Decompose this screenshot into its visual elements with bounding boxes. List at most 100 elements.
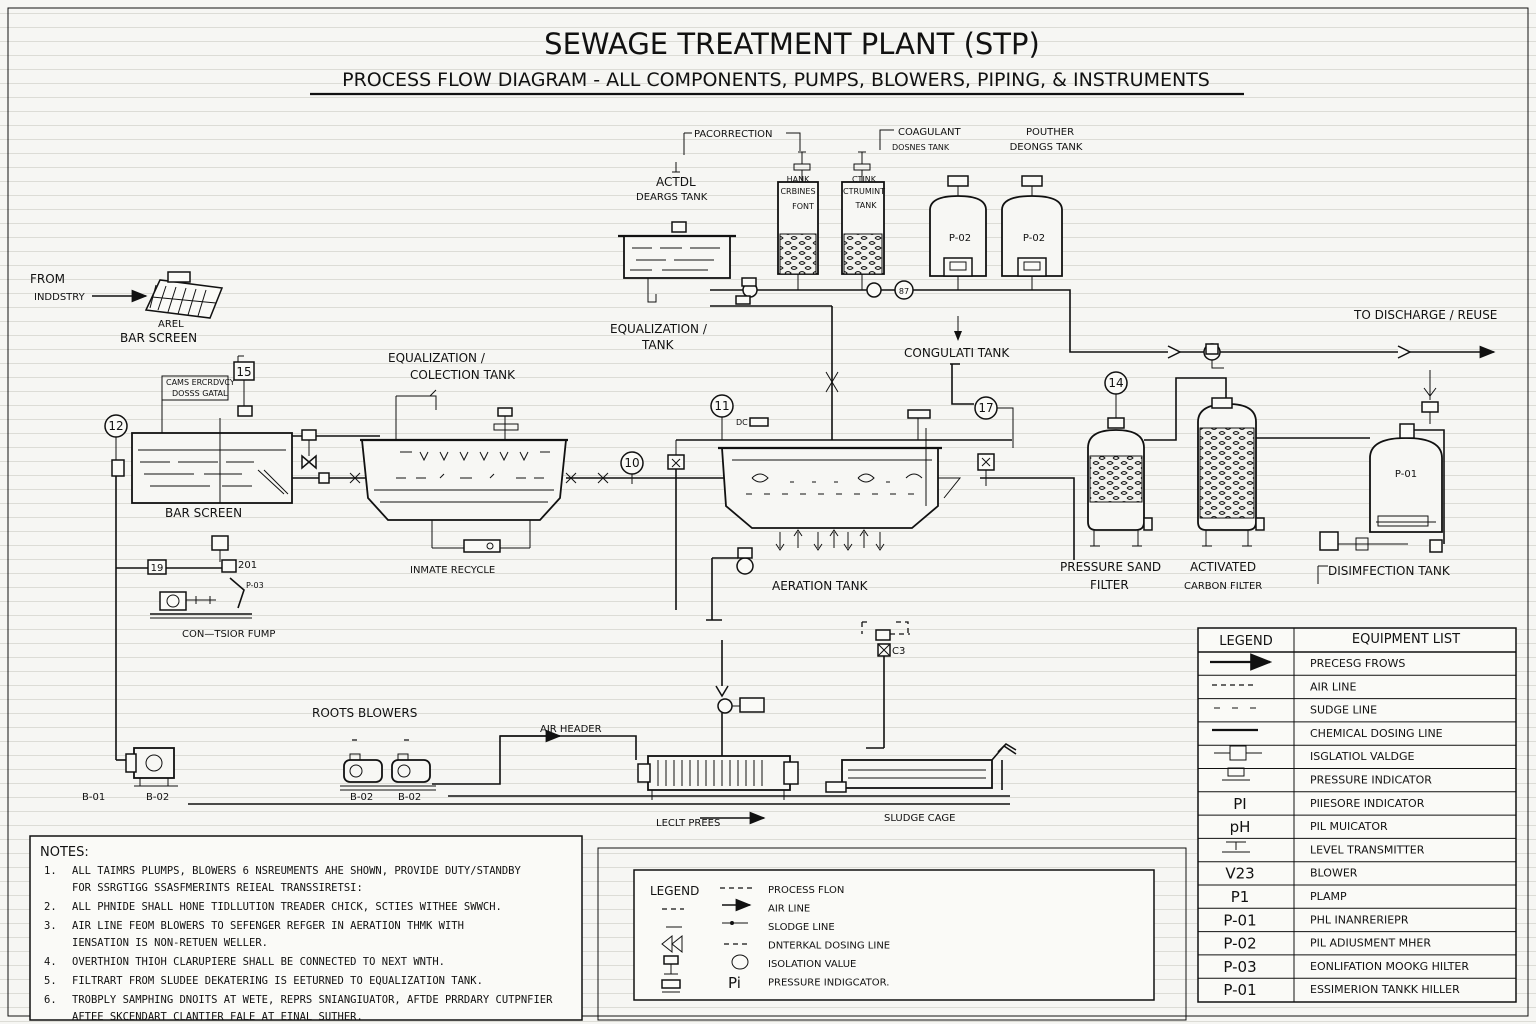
filter-press	[637, 755, 799, 800]
b02-mid-label: B-02	[350, 792, 373, 803]
air-header-line	[432, 729, 637, 785]
table-row-text: AIR LINE	[1310, 680, 1357, 693]
activated-carbon-label-2: CARBON FILTER	[1184, 581, 1262, 592]
pacorrection-label: PACORRECTION	[694, 129, 773, 140]
activated-carbon-filter	[1197, 397, 1265, 547]
note-number: 5.	[44, 975, 57, 987]
coagulant-dosing-tank	[929, 175, 987, 277]
b02-mid2-label: B-02	[398, 792, 421, 803]
flow-valve-icon	[667, 454, 685, 470]
pressure-sand-label-2: FILTER	[1090, 578, 1129, 592]
note-number: 6.	[44, 994, 57, 1006]
table-row-text: ISGLATIOL VALDGE	[1310, 750, 1415, 763]
table-row-text: PHL INANRERIEPR	[1310, 913, 1409, 926]
tag-circle-87	[894, 280, 914, 300]
table-row-text: PLAMP	[1310, 890, 1347, 903]
inmate-recycle-label: INMATE RECYCLE	[410, 565, 495, 576]
p02-label-b: P-02	[1023, 233, 1045, 244]
hank-tank	[777, 151, 819, 275]
from-label: FROM	[30, 272, 65, 286]
equipment-table-symbols	[1210, 653, 1273, 853]
hank-label-2: CRBINES	[780, 187, 815, 196]
roots-blowers-label: ROOTS BLOWERS	[312, 706, 417, 720]
table-row-text: CHEMICAL DOSING LINE	[1310, 727, 1443, 740]
acid-tank-label-2: DEARGS TANK	[636, 192, 708, 203]
notes-list: 1.ALL TAIMRS PLUMPS, BLOWERS 6 NSREUMENT…	[44, 865, 553, 1023]
discharge-label: TO DISCHARGE / REUSE	[1353, 308, 1497, 322]
sludge-cake-label: SLUDGE CAGE	[884, 813, 955, 824]
notes-heading: NOTES:	[40, 845, 89, 860]
note-line: ALL PHNIDE SHALL HONE TIDLLUTION TREADER…	[72, 901, 502, 913]
disinfection-tank	[1319, 370, 1445, 553]
pressure-sand-filter	[1087, 417, 1153, 547]
tag-12: 12	[108, 419, 123, 433]
note-line: FILTRART FROM SLUDEE DEKATERING IS EETUR…	[72, 975, 483, 987]
poutner-label-1: POUTHER	[1026, 127, 1074, 138]
p02-label-a: P-02	[949, 233, 971, 244]
conguilati-tank-label: CONGULATI TANK	[904, 346, 1010, 360]
poutner-label-2: DEONGS TANK	[1010, 142, 1083, 153]
table-row-symbol: P-02	[1223, 935, 1256, 953]
table-row-symbol: P-01	[1223, 981, 1256, 999]
sheet-border	[7, 7, 1529, 1017]
dc-label: DC	[736, 418, 748, 427]
note-number: 4.	[44, 956, 57, 968]
pipe-to-filters	[980, 477, 1075, 560]
screen-note-2: DOSSS GATAL	[172, 389, 228, 398]
eq-collection-label-2: COLECTION TANK	[410, 368, 516, 382]
small-legend-pi-symbol: Pi	[728, 974, 741, 992]
top-bar-screen-label: BAR SCREEN	[120, 331, 197, 345]
tag-10: 10	[624, 456, 639, 470]
table-row-text: SUDGE LINE	[1310, 704, 1377, 717]
aeration-tank-label: AERATION TANK	[772, 579, 869, 593]
table-row-symbol: PI	[1233, 795, 1246, 813]
b01-left-label: B-01	[82, 792, 105, 803]
gate-valve-icon	[349, 472, 361, 484]
small-legend-item: PRESSURE INDIGCATOR.	[768, 978, 889, 989]
ctink-label-1: CTINK	[852, 175, 877, 184]
tag-14: 14	[1108, 376, 1123, 390]
table-row-symbol: P1	[1231, 888, 1250, 906]
arel-label: AREL	[158, 319, 184, 330]
table-row-text: LEVEL TRANSMITTER	[1310, 843, 1425, 856]
table-head-equipment: EQUIPMENT LIST	[1352, 632, 1460, 647]
equalization-collection-tank	[360, 389, 568, 553]
notes-box	[29, 835, 583, 1021]
legend-outer-frame	[597, 847, 1187, 1021]
aeration-diffuser-arrows	[775, 529, 885, 551]
acid-dosing-tank	[618, 162, 736, 303]
air-header-label: AIR HEADER	[540, 724, 602, 735]
screen-note-1: CAMS ERCRDVCY	[166, 378, 235, 387]
sludge-pump-icon	[715, 640, 765, 757]
discharge-flowmeter-icon	[1203, 343, 1224, 369]
tag-17: 17	[978, 401, 993, 415]
ctink-label-3: TANK	[855, 201, 878, 210]
disinfection-label: DISIMFECTION TANK	[1328, 564, 1451, 578]
coagulant-label-1: COAGULANT	[898, 127, 962, 138]
bar-screen-rack-icon	[144, 271, 224, 319]
aeration-tank	[718, 409, 962, 529]
small-legend-item: DNTERKAL DOSING LINE	[768, 941, 890, 952]
sludge-instrument-c3	[861, 621, 910, 749]
small-legend-item: PROCESS FLON	[768, 885, 844, 896]
bar-screen-chamber	[131, 418, 293, 504]
table-row-text: BLOWER	[1310, 867, 1358, 880]
aeration-pump-icon	[706, 547, 754, 621]
note-line: ALL TAIMRS PLUMPS, BLOWERS 6 NSREUMENTS …	[72, 865, 522, 877]
level-element	[111, 459, 125, 477]
small-legend-symbols	[661, 887, 752, 993]
b02-left-label: B-02	[146, 792, 169, 803]
equalization-tank-label-1: EQUALIZATION /	[610, 322, 708, 336]
small-legend-item: SLODGE LINE	[768, 922, 835, 933]
table-row-text: PIL ADIUSMENT MHER	[1310, 937, 1431, 950]
coagulant-label-2: DOSNES TANK	[892, 143, 950, 152]
dosing-header-line	[710, 289, 1176, 353]
table-row-symbol: V23	[1225, 865, 1254, 883]
table-row-text: PIL MUICATOR	[1310, 820, 1388, 833]
acid-tank-label-1: ACTDL	[656, 175, 696, 189]
pump-tag-p03: P-03	[246, 581, 264, 590]
dosing-pump-2-icon	[866, 282, 882, 298]
